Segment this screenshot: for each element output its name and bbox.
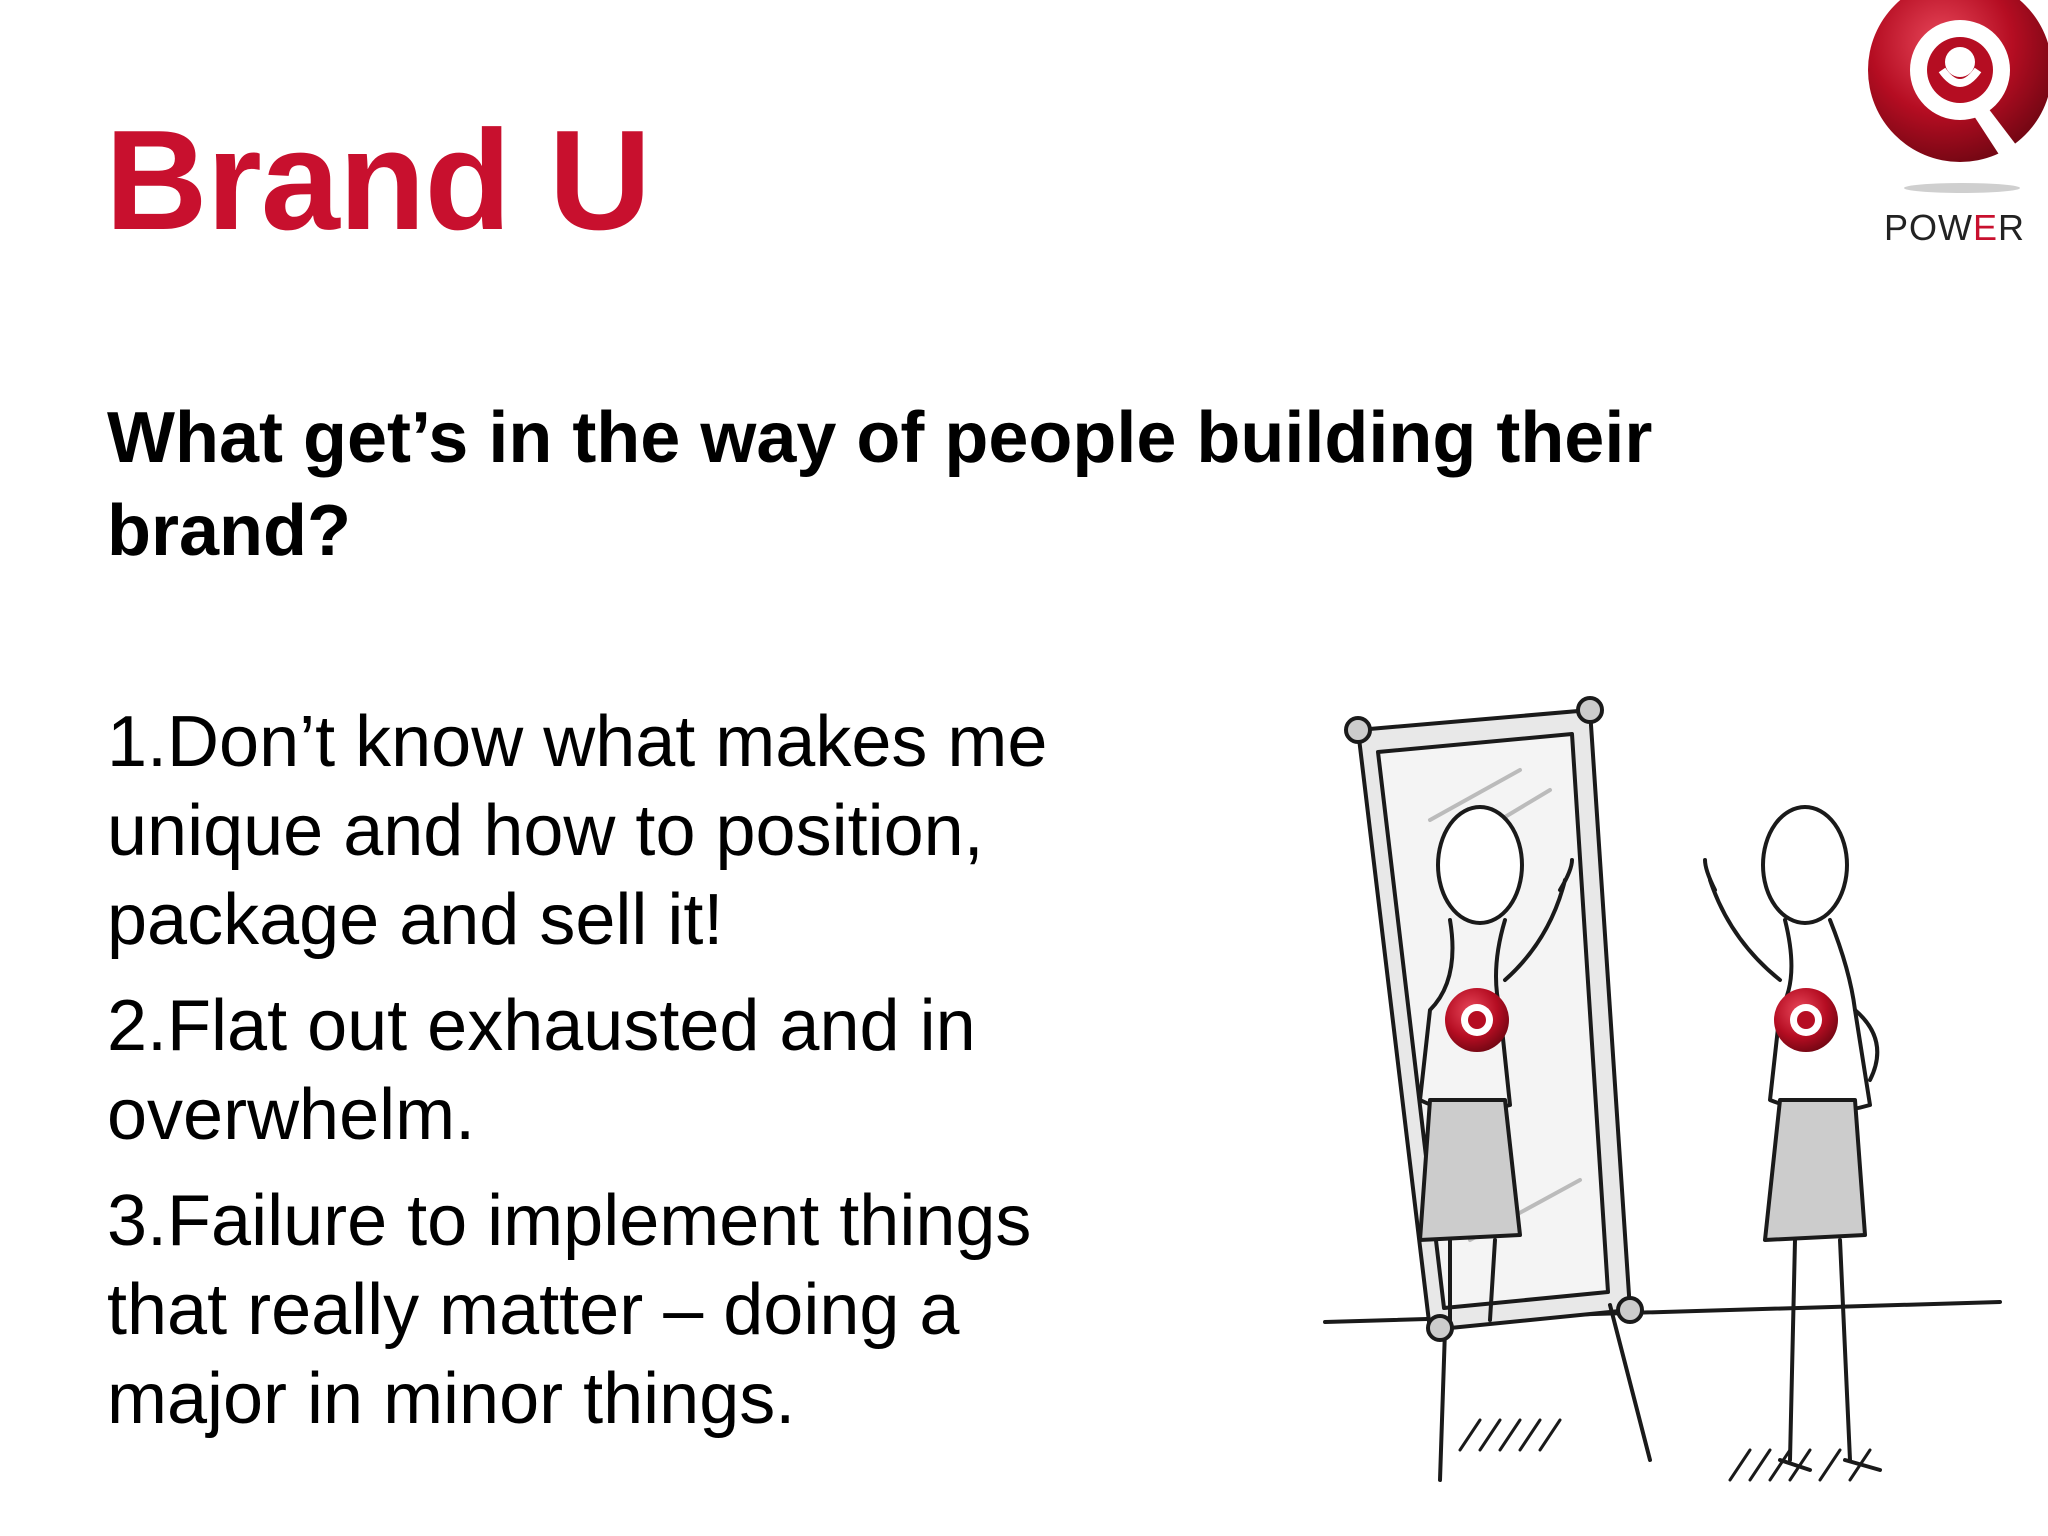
logo-word-accent: E bbox=[1973, 207, 1999, 248]
q-power-logo-icon bbox=[1868, 0, 2048, 193]
mirror-woman-illustration bbox=[1323, 696, 2002, 1482]
obstacle-list: 1.Don’t know what makes me unique and ho… bbox=[107, 698, 1127, 1461]
list-item: 1.Don’t know what makes me unique and ho… bbox=[107, 702, 1048, 960]
slide-subtitle: What get’s in the way of people building… bbox=[107, 398, 1653, 571]
slide-title: Brand U bbox=[105, 101, 651, 260]
logo-wordmark: POWER bbox=[1884, 210, 2044, 246]
logo-word-end: R bbox=[1998, 207, 2026, 248]
list-item: 2.Flat out exhausted and in overwhelm. bbox=[107, 986, 976, 1155]
logo-word-start: POW bbox=[1884, 207, 1973, 248]
list-item: 3.Failure to implement things that reall… bbox=[107, 1181, 1032, 1439]
